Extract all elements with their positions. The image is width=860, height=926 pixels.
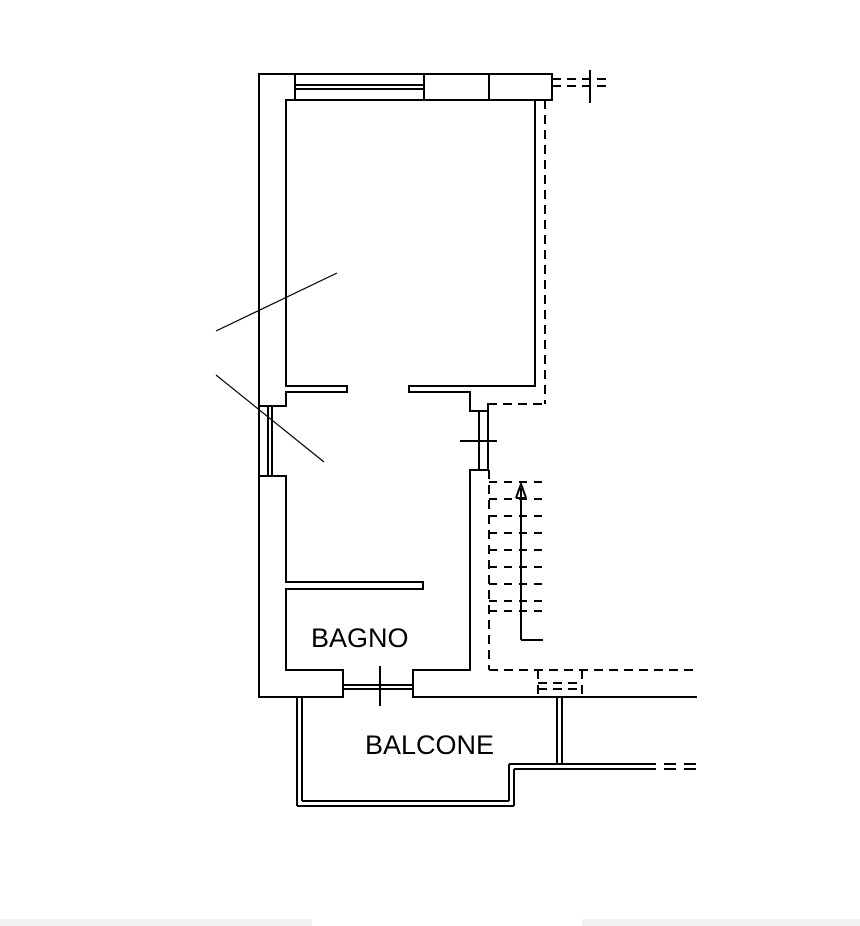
walls <box>258 73 697 698</box>
balcony <box>296 697 696 807</box>
room-label-bagno: BAGNO <box>311 623 409 653</box>
windows <box>267 74 425 706</box>
dashed-outlines <box>488 78 696 698</box>
symbols <box>460 70 591 470</box>
bottom-strip-left <box>0 919 312 926</box>
view-lines <box>215 272 338 463</box>
room-label-balcone: BALCONE <box>365 730 494 760</box>
staircase <box>489 481 545 641</box>
bottom-strip-right <box>582 919 860 926</box>
